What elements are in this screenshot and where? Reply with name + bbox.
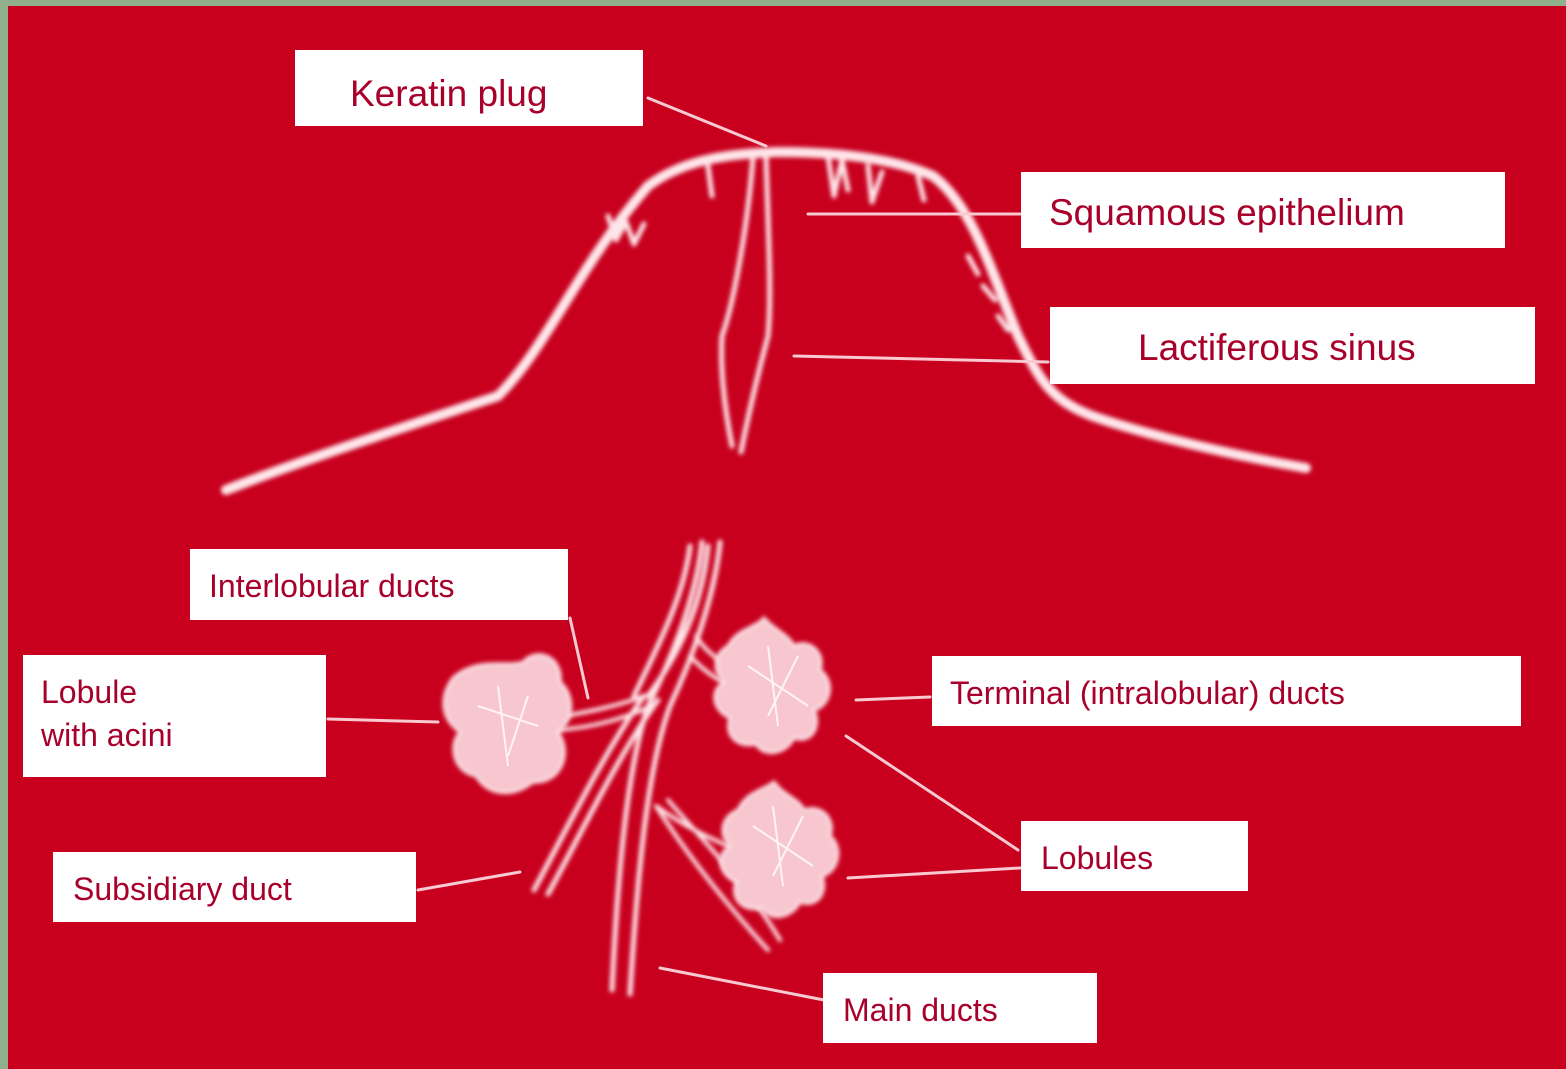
pointer-keratin-plug: [648, 98, 766, 146]
main-ducts-drawing: [612, 542, 720, 994]
label-lactiferous-sinus: Lactiferous sinus: [1050, 307, 1535, 384]
lactiferous-sinus-drawing: [721, 156, 769, 452]
lobule-left: [444, 655, 571, 793]
pointer-main-ducts: [660, 968, 824, 1000]
label-main-ducts: Main ducts: [823, 973, 1097, 1043]
label-lobule-with-acini-line2: with acini: [41, 714, 326, 757]
label-keratin-plug: Keratin plug: [295, 50, 643, 126]
label-main-ducts-text: Main ducts: [843, 991, 1097, 1029]
pointer-lobules-lower: [848, 868, 1020, 878]
label-interlobular-ducts-text: Interlobular ducts: [209, 567, 568, 605]
pointer-lobule-with-acini: [328, 719, 438, 722]
label-keratin-plug-text: Keratin plug: [350, 72, 643, 116]
label-lobules: Lobules: [1021, 821, 1248, 891]
label-lobule-with-acini: Lobule with acini: [23, 655, 326, 777]
epithelium-fringe: [608, 156, 1008, 330]
pointer-interlobular-ducts: [570, 618, 588, 698]
label-interlobular-ducts: Interlobular ducts: [190, 549, 568, 620]
label-terminal-ducts-text: Terminal (intralobular) ducts: [950, 674, 1521, 712]
label-lobules-text: Lobules: [1041, 839, 1248, 877]
label-subsidiary-duct: Subsidiary duct: [53, 852, 416, 922]
pointer-lactiferous-sinus: [794, 356, 1048, 362]
label-subsidiary-duct-text: Subsidiary duct: [73, 870, 416, 908]
diagram-panel: Keratin plug Squamous epithelium Lactife…: [8, 6, 1566, 1069]
pointer-subsidiary-duct: [418, 872, 520, 890]
label-lobule-with-acini-line1: Lobule: [41, 671, 326, 714]
pointer-lobules-upper: [846, 736, 1018, 850]
pointer-terminal-ducts: [856, 697, 930, 700]
label-lactiferous-sinus-text: Lactiferous sinus: [1138, 326, 1535, 370]
label-terminal-ducts: Terminal (intralobular) ducts: [932, 656, 1521, 726]
label-squamous-epithelium-text: Squamous epithelium: [1049, 191, 1505, 235]
label-squamous-epithelium: Squamous epithelium: [1021, 172, 1505, 248]
